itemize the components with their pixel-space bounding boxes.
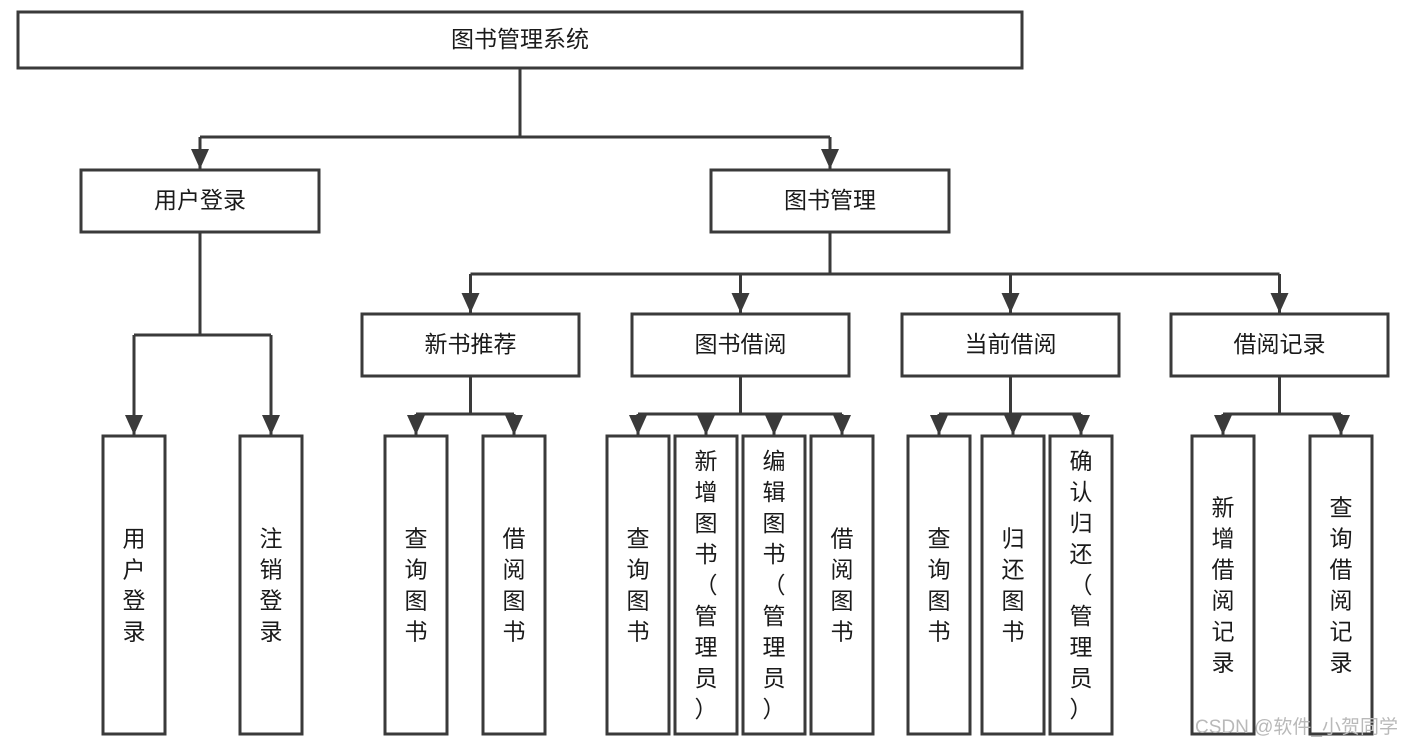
arrow-head-icon (461, 293, 480, 313)
node-leaf-edit-book[interactable]: 编辑图书（管理员） (741, 434, 807, 736)
node-box-leaf-user-logout[interactable] (238, 434, 304, 736)
node-root[interactable]: 图书管理系统 (16, 10, 1024, 70)
arrow-head-icon (1072, 415, 1090, 435)
node-box-leaf-borrow-book-bor[interactable] (809, 434, 875, 736)
node-box-leaf-edit-book[interactable] (741, 434, 807, 736)
node-box-user-login[interactable] (79, 168, 321, 234)
arrow-head-icon (1001, 293, 1020, 313)
arrow-head-icon (407, 415, 425, 435)
node-box-leaf-return-book[interactable] (980, 434, 1046, 736)
node-box-leaf-user-login[interactable] (101, 434, 167, 736)
node-box-leaf-query-record[interactable] (1308, 434, 1374, 736)
node-leaf-query-record[interactable]: 查询借阅记录 (1308, 434, 1374, 736)
node-current-borrow[interactable]: 当前借阅 (900, 312, 1121, 378)
node-label-current-borrow: 当前借阅 (965, 331, 1057, 357)
node-leaf-query-book-rec[interactable]: 查询图书 (383, 434, 449, 736)
node-box-leaf-add-record[interactable] (1190, 434, 1256, 736)
node-box-leaf-query-book-rec[interactable] (383, 434, 449, 736)
node-label-user-login: 用户登录 (154, 187, 246, 213)
node-label-new-book-recommend: 新书推荐 (425, 331, 517, 357)
node-new-book-recommend[interactable]: 新书推荐 (360, 312, 581, 378)
node-box-book-manage[interactable] (709, 168, 951, 234)
node-box-leaf-add-book[interactable] (673, 434, 739, 736)
arrow-head-icon (125, 415, 143, 435)
node-label-leaf-query-book-rec: 查询图书 (405, 526, 428, 645)
node-book-borrow[interactable]: 图书借阅 (630, 312, 851, 378)
connector-lines (125, 68, 1350, 435)
node-box-leaf-query-book-cur[interactable] (906, 434, 972, 736)
node-label-borrow-record: 借阅记录 (1234, 331, 1326, 357)
node-box-borrow-record[interactable] (1169, 312, 1390, 378)
arrow-head-icon (697, 415, 715, 435)
node-user-login[interactable]: 用户登录 (79, 168, 321, 234)
node-label-leaf-return-book: 归还图书 (1002, 526, 1025, 645)
arrow-head-icon (505, 415, 523, 435)
node-boxes: 图书管理系统用户登录图书管理新书推荐图书借阅当前借阅借阅记录用户登录注销登录查询… (16, 10, 1390, 736)
node-box-leaf-confirm-return[interactable] (1048, 434, 1114, 736)
node-borrow-record[interactable]: 借阅记录 (1169, 312, 1390, 378)
node-leaf-user-login[interactable]: 用户登录 (101, 434, 167, 736)
node-leaf-query-book-cur[interactable]: 查询图书 (906, 434, 972, 736)
node-label-leaf-borrow-book-rec: 借阅图书 (503, 526, 526, 645)
arrow-head-icon (629, 415, 647, 435)
arrow-head-icon (765, 415, 783, 435)
csdn-watermark: CSDN @软件_小贺同学 (1195, 716, 1398, 738)
node-box-leaf-borrow-book-rec[interactable] (481, 434, 547, 736)
arrow-head-icon (262, 415, 280, 435)
node-label-root: 图书管理系统 (451, 26, 589, 52)
node-label-leaf-add-record: 新增借阅记录 (1212, 495, 1235, 676)
node-label-leaf-borrow-book-bor: 借阅图书 (831, 526, 854, 645)
node-book-manage[interactable]: 图书管理 (709, 168, 951, 234)
node-label-leaf-query-record: 查询借阅记录 (1330, 495, 1353, 676)
node-box-root[interactable] (16, 10, 1024, 70)
node-label-leaf-user-login: 用户登录 (123, 526, 146, 645)
node-leaf-borrow-book-rec[interactable]: 借阅图书 (481, 434, 547, 736)
arrow-head-icon (821, 149, 839, 169)
node-leaf-user-logout[interactable]: 注销登录 (238, 434, 304, 736)
node-box-leaf-query-book-bor[interactable] (605, 434, 671, 736)
arrow-head-icon (1270, 293, 1289, 313)
node-label-leaf-user-logout: 注销登录 (260, 526, 283, 645)
node-label-leaf-add-book: 新增图书（管理员） (695, 448, 718, 722)
node-box-book-borrow[interactable] (630, 312, 851, 378)
node-label-book-borrow: 图书借阅 (695, 331, 787, 357)
node-leaf-query-book-bor[interactable]: 查询图书 (605, 434, 671, 736)
node-label-book-manage: 图书管理 (784, 187, 876, 213)
arrow-head-icon (1214, 415, 1232, 435)
node-label-leaf-confirm-return: 确认归还（管理员） (1070, 448, 1093, 722)
node-leaf-add-record[interactable]: 新增借阅记录 (1190, 434, 1256, 736)
node-leaf-return-book[interactable]: 归还图书 (980, 434, 1046, 736)
node-box-current-borrow[interactable] (900, 312, 1121, 378)
arrow-head-icon (1332, 415, 1350, 435)
node-label-leaf-edit-book: 编辑图书（管理员） (763, 448, 786, 722)
node-box-new-book-recommend[interactable] (360, 312, 581, 378)
arrow-head-icon (191, 149, 209, 169)
node-leaf-confirm-return[interactable]: 确认归还（管理员） (1048, 434, 1114, 736)
node-leaf-borrow-book-bor[interactable]: 借阅图书 (809, 434, 875, 736)
arrow-head-icon (1004, 415, 1022, 435)
arrow-head-icon (833, 415, 851, 435)
node-leaf-add-book[interactable]: 新增图书（管理员） (673, 434, 739, 736)
node-label-leaf-query-book-cur: 查询图书 (928, 526, 951, 645)
arrow-head-icon (731, 293, 750, 313)
node-label-leaf-query-book-bor: 查询图书 (627, 526, 650, 645)
arrow-head-icon (930, 415, 948, 435)
